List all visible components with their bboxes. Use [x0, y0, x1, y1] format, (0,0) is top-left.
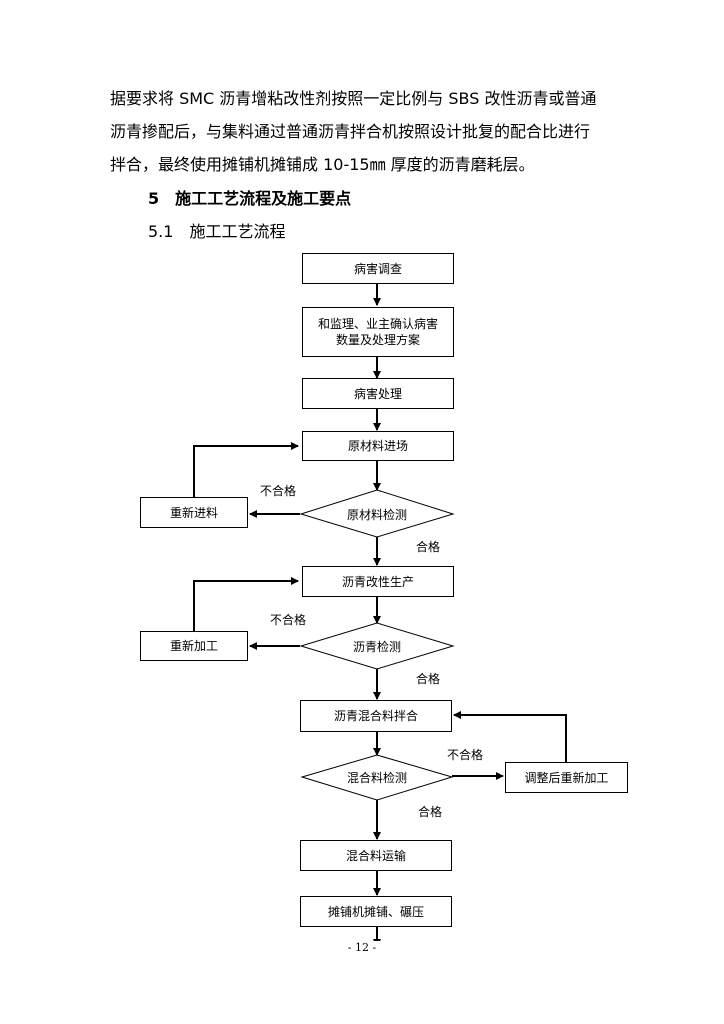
- page-number: - 12 -: [340, 941, 384, 954]
- material-fail-label: 不合格: [260, 484, 297, 498]
- step-confirm-box: 和监理、业主确认病害数量及处理方案: [302, 307, 454, 357]
- step-adjust-reprocess-box: 调整后重新加工: [505, 762, 628, 793]
- step-mixing-box: 沥青混合料拌合: [300, 700, 452, 732]
- asphalt-check-label: 沥青检测: [352, 639, 401, 654]
- step-paving-box: 摊铺机摊铺、碾压: [300, 896, 452, 927]
- step-survey-box: 病害调查: [302, 253, 454, 284]
- material-check-diamond: [299, 489, 455, 538]
- asphalt-check-diamond: [299, 622, 455, 670]
- mix-fail-label: 不合格: [447, 748, 484, 762]
- asphalt-fail-label: 不合格: [270, 613, 307, 627]
- step-material-entry-box: 原材料进场: [302, 431, 454, 461]
- step-transport-box: 混合料运输: [300, 840, 452, 871]
- section-heading: 5 施工工艺流程及施工要点: [148, 189, 352, 208]
- mix-check-diamond: [300, 754, 454, 801]
- step-treatment-box: 病害处理: [302, 378, 454, 409]
- paragraph-line-1: 据要求将 SMC 沥青增粘改性剂按照一定比例与 SBS 改性沥青或普通: [110, 89, 597, 108]
- paragraph-line-2: 沥青掺配后，与集料通过普通沥青拌合机按照设计批复的配合比进行: [110, 122, 591, 141]
- material-pass-label: 合格: [416, 540, 441, 554]
- step-reentry-box: 重新进料: [140, 497, 248, 528]
- paragraph-line-3: 拌合，最终使用摊铺机摊铺成 10-15㎜ 厚度的沥青磨耗层。: [110, 155, 535, 174]
- step-reprocess-box: 重新加工: [140, 631, 248, 661]
- section-subheading: 5.1 施工工艺流程: [148, 222, 286, 241]
- mix-pass-label: 合格: [418, 805, 443, 819]
- material-check-label: 原材料检测: [346, 507, 407, 522]
- step-asphalt-production-box: 沥青改性生产: [302, 566, 454, 597]
- mix-check-label: 混合料检测: [346, 770, 407, 785]
- asphalt-pass-label: 合格: [416, 672, 441, 686]
